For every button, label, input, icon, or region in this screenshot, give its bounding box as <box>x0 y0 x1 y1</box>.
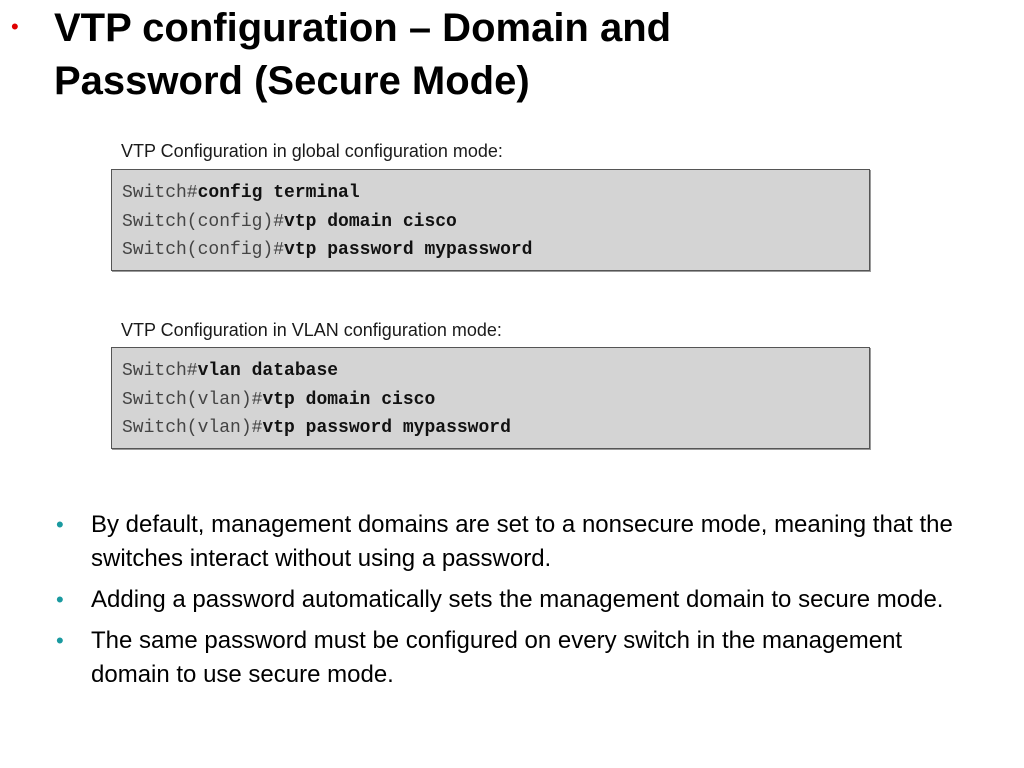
bullet-text: Adding a password automatically sets the… <box>91 586 944 613</box>
code-line: Switch(config)#vtp password mypassword <box>122 236 869 265</box>
code-prompt: Switch(config)# <box>122 240 285 260</box>
code-prompt: Switch(config)# <box>122 211 285 232</box>
vlan-config-caption: VTP Configuration in VLAN configuration … <box>121 320 502 340</box>
bullet-text: By default, management domains are set t… <box>91 511 953 572</box>
slide-title: VTP configuration – Domain and Password … <box>54 2 954 108</box>
code-command: vlan database <box>197 361 339 381</box>
bullet-dot-icon: • <box>56 512 64 537</box>
bullet-dot-icon: • <box>56 587 64 612</box>
code-command: vtp password mypassword <box>262 418 511 438</box>
code-command: vtp domain cisco <box>262 389 436 410</box>
vlan-config-code-block: Switch#vlan database Switch(vlan)#vtp do… <box>111 347 870 449</box>
title-bullet-icon: • <box>11 14 19 39</box>
code-prompt: Switch# <box>122 361 198 381</box>
code-line: Switch(vlan)#vtp domain cisco <box>122 386 869 415</box>
code-prompt: Switch# <box>122 183 198 203</box>
code-prompt: Switch(vlan)# <box>122 418 263 438</box>
code-line: Switch#vlan database <box>122 357 869 386</box>
code-line: Switch(config)#vtp domain cisco <box>122 208 869 237</box>
global-config-caption: VTP Configuration in global configuratio… <box>121 141 503 161</box>
code-command: vtp domain cisco <box>284 211 457 232</box>
slide-title-line-2: Password (Secure Mode) <box>54 59 530 103</box>
global-config-code-block: Switch#config terminal Switch(config)#vt… <box>111 169 870 271</box>
list-item: • Adding a password automatically sets th… <box>56 583 956 617</box>
code-prompt: Switch(vlan)# <box>122 389 263 410</box>
code-command: vtp password mypassword <box>284 240 533 260</box>
code-command: config terminal <box>197 183 360 203</box>
slide-title-line-1: VTP configuration – Domain and <box>54 6 672 50</box>
list-item: • By default, management domains are set … <box>56 508 956 576</box>
bullet-dot-icon: • <box>56 628 64 653</box>
code-line: Switch#config terminal <box>122 179 869 208</box>
bullet-text: The same password must be configured on … <box>91 627 903 688</box>
bullet-list: • By default, management domains are set … <box>56 508 956 699</box>
code-line: Switch(vlan)#vtp password mypassword <box>122 414 869 443</box>
list-item: • The same password must be configured on… <box>56 624 956 692</box>
